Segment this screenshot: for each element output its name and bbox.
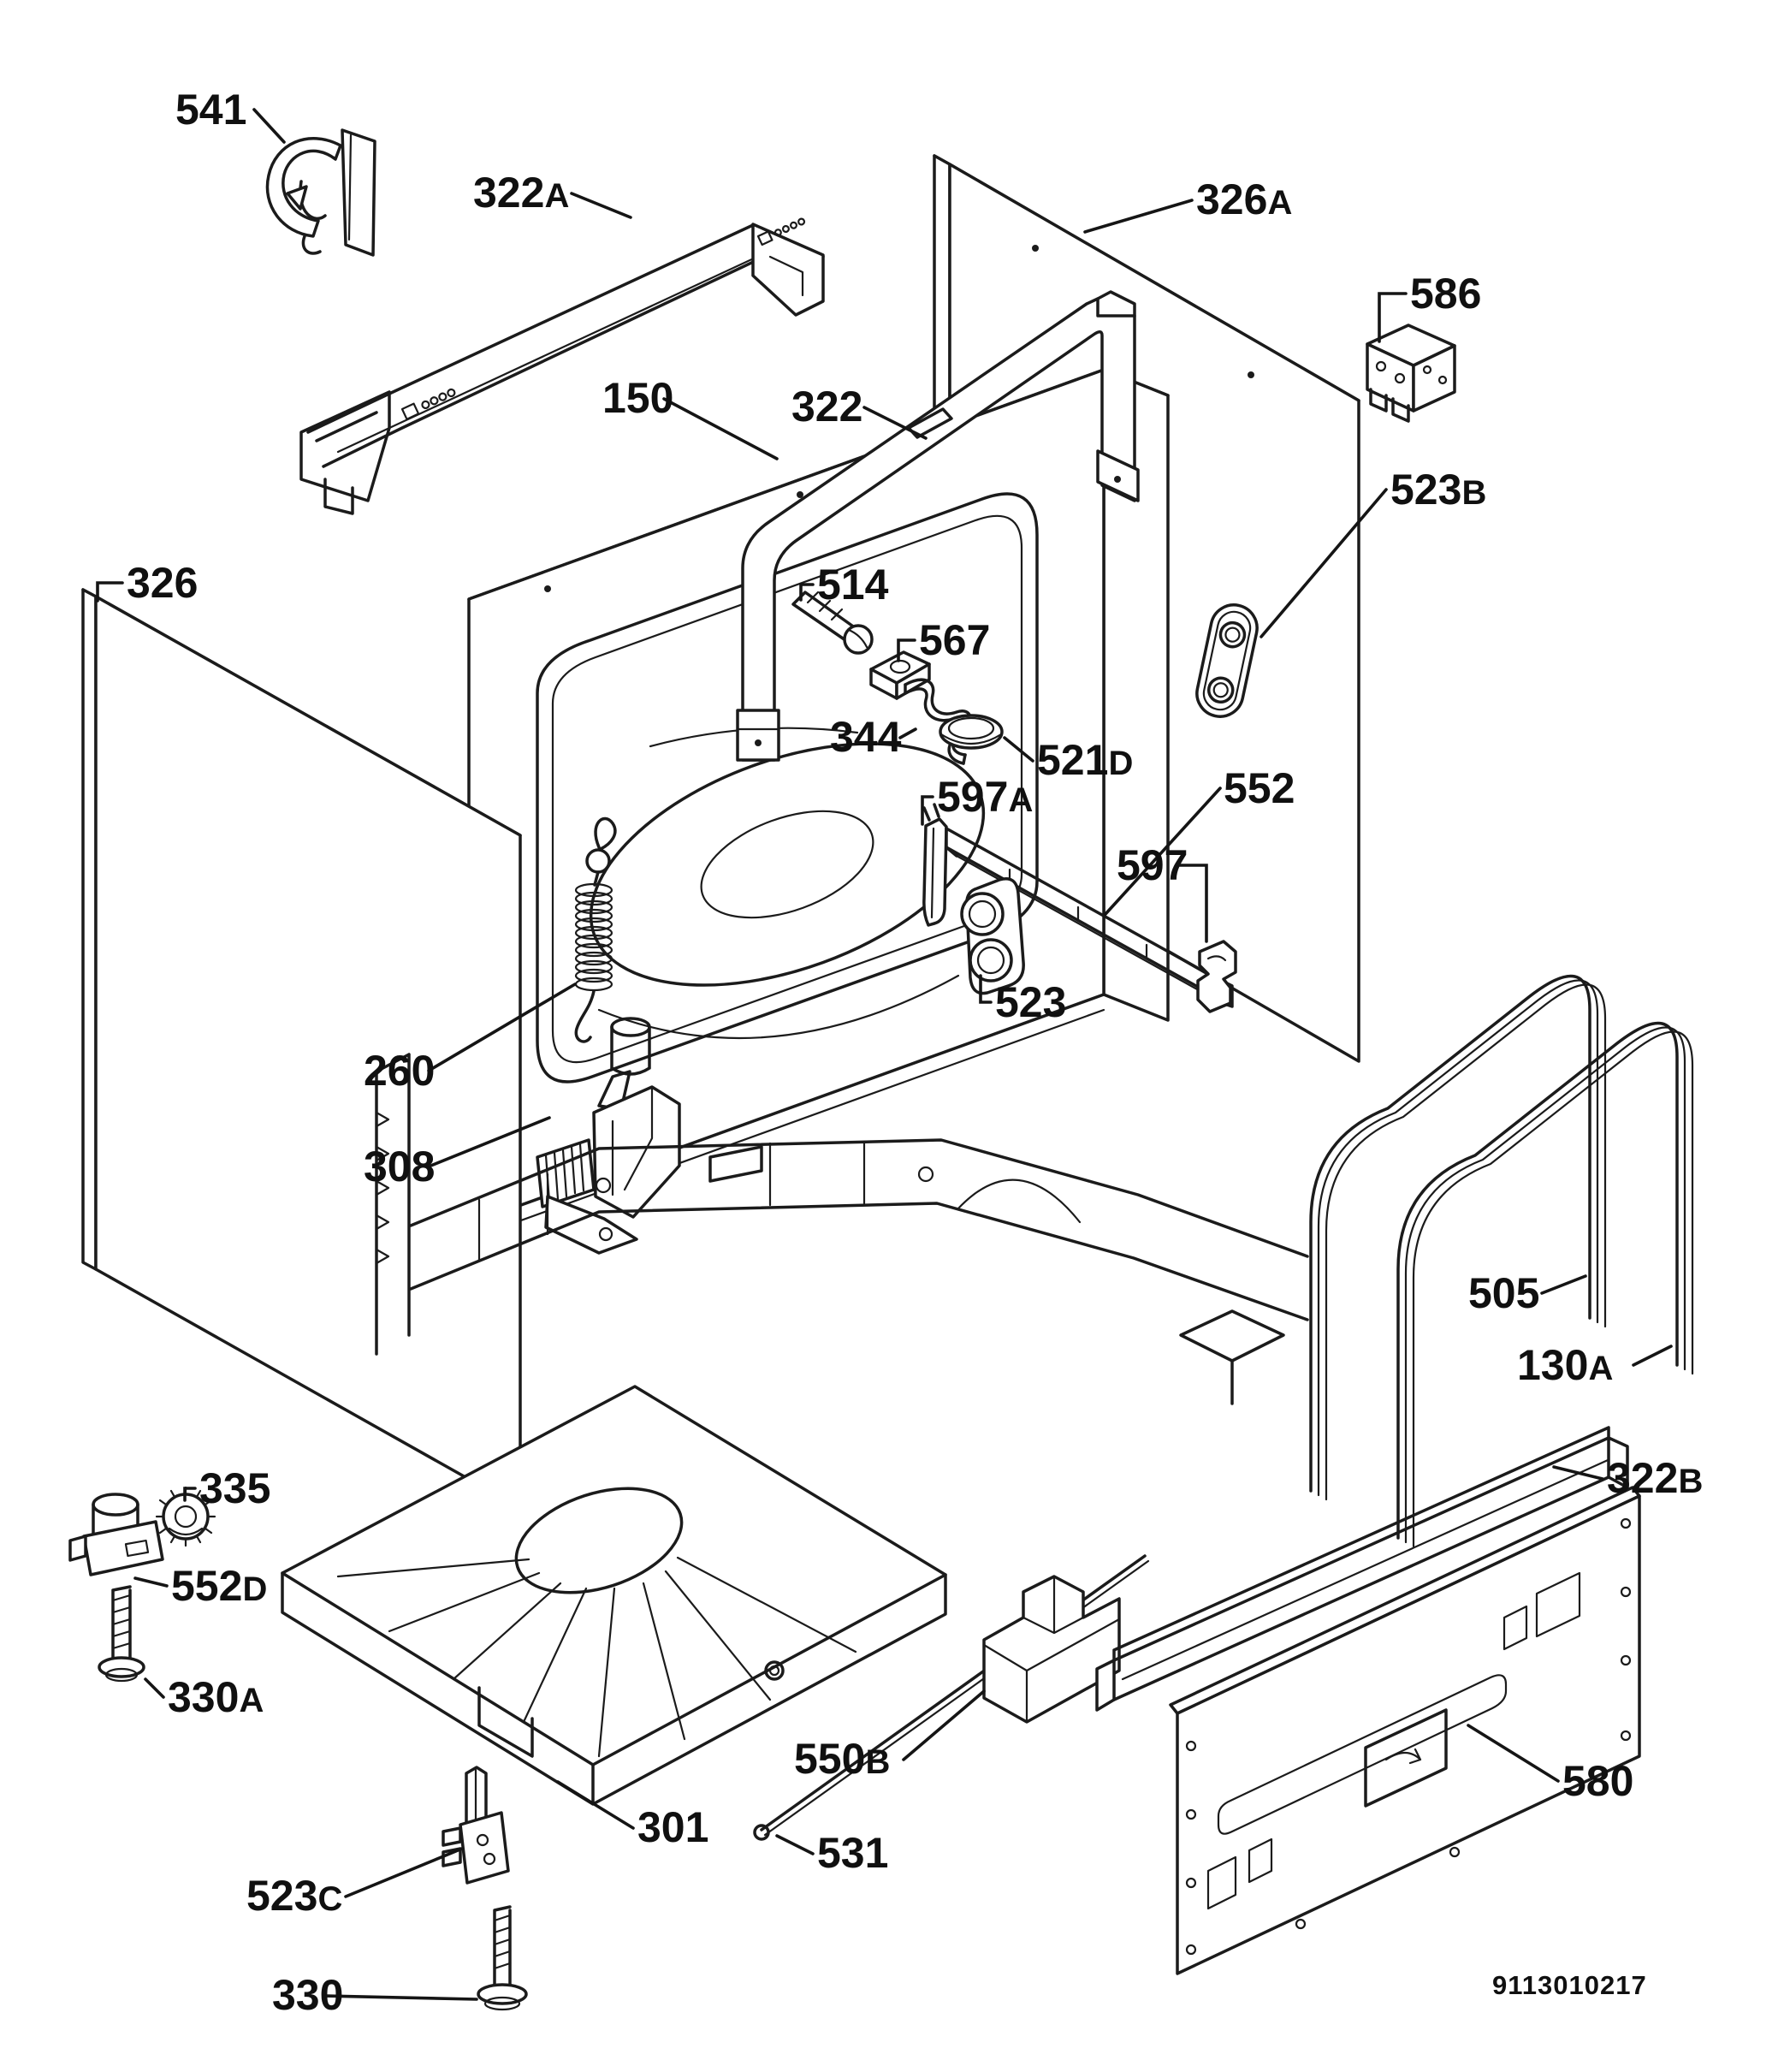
- label-leader-322A: [570, 192, 632, 219]
- top-rail-front-part: [299, 217, 825, 515]
- label-leader-597: [1176, 864, 1208, 943]
- label-leader-521D: [1003, 736, 1034, 763]
- leveling-screw-a-part: [98, 1585, 145, 1683]
- label-leader-130A: [1632, 1345, 1673, 1367]
- part-label-523C: 523C: [246, 1872, 342, 1920]
- part-label-130A: 130A: [1517, 1341, 1613, 1389]
- label-leader-322: [862, 406, 928, 440]
- oval-grommet-part: [1195, 603, 1259, 718]
- label-leader-330: [322, 1994, 478, 2001]
- labels-layer: 541 322A 326A 586 150 322 523B 514 567 344 326 521D…: [96, 86, 1703, 2019]
- part-label-597A: 597A: [937, 773, 1033, 821]
- document-number: 9113010217: [1492, 1970, 1647, 2000]
- label-leader-567: [897, 638, 916, 662]
- label-leader-505: [1540, 1274, 1587, 1295]
- part-label-580: 580: [1562, 1757, 1633, 1805]
- part-label-330: 330: [272, 1971, 343, 2019]
- label-leader-330A: [144, 1677, 165, 1699]
- top-rail-rear-part: [1095, 1426, 1629, 1712]
- label-leader-586: [1378, 292, 1408, 343]
- label-leader-523B: [1260, 488, 1388, 638]
- part-label-505: 505: [1468, 1269, 1539, 1317]
- part-label-523B: 523B: [1390, 466, 1486, 514]
- label-leader-523C: [344, 1847, 464, 1898]
- label-leader-552: [1104, 787, 1222, 916]
- door-spring-part: [574, 816, 617, 1043]
- hose-clip-part: [265, 128, 376, 257]
- part-label-150: 150: [602, 374, 673, 422]
- label-leader-326: [96, 581, 124, 603]
- part-label-335: 335: [199, 1464, 270, 1512]
- base-tray-part: [281, 1385, 947, 1806]
- part-label-330A: 330A: [168, 1673, 264, 1721]
- part-label-523: 523: [995, 978, 1066, 1026]
- part-label-552: 552: [1224, 764, 1295, 812]
- part-label-322A: 322A: [473, 169, 569, 217]
- label-leader-322B: [1552, 1465, 1604, 1481]
- label-leader-597A: [921, 795, 934, 826]
- label-leader-335: [183, 1487, 197, 1502]
- label-leader-150: [662, 397, 779, 460]
- part-label-531: 531: [817, 1829, 888, 1877]
- vent-cap-part: [939, 714, 1004, 750]
- hinge-pin-bolt-part: [791, 591, 874, 655]
- label-leader-580: [1467, 1724, 1560, 1783]
- rail-322A-deco: [400, 388, 456, 420]
- label-leader-531: [775, 1834, 815, 1855]
- toe-panel-part: [1169, 1486, 1641, 1975]
- hinge-plate-part: [442, 1766, 510, 1885]
- part-label-301: 301: [637, 1803, 708, 1851]
- door-latch-part: [536, 1070, 681, 1255]
- part-label-586: 586: [1410, 270, 1481, 318]
- trim-clip-a-part: [922, 803, 948, 927]
- label-leader-550B: [902, 1689, 986, 1761]
- part-label-322: 322: [791, 383, 862, 430]
- left-side-panel-part: [81, 588, 522, 1510]
- adjuster-mount-part: [68, 1493, 164, 1576]
- label-leader-541: [252, 108, 286, 144]
- rear-foot-bracket-part: [982, 1575, 1121, 1724]
- leveling-screw-part: [477, 1905, 528, 2011]
- label-leader-308: [427, 1116, 551, 1168]
- label-leader-326A: [1083, 199, 1194, 234]
- trim-clip-part: [1196, 940, 1237, 1013]
- door-seal-inner-part: [1309, 974, 1607, 1501]
- base-support-frame: [375, 1017, 1309, 1405]
- part-label-514: 514: [817, 561, 889, 609]
- part-label-322B: 322B: [1607, 1454, 1703, 1502]
- front-frame-part: [736, 290, 1140, 762]
- label-leader-344: [898, 727, 917, 739]
- part-label-344: 344: [830, 713, 902, 761]
- label-leader-552D: [133, 1576, 169, 1588]
- part-label-308: 308: [364, 1143, 435, 1190]
- rail-322A-deco2: [756, 217, 806, 246]
- part-label-567: 567: [919, 616, 990, 664]
- part-label-541: 541: [175, 86, 246, 134]
- part-label-597: 597: [1117, 841, 1188, 889]
- label-leader-514: [799, 583, 815, 602]
- part-label-260: 260: [364, 1047, 435, 1095]
- part-label-326: 326: [127, 559, 198, 607]
- label-leader-301: [556, 1780, 635, 1830]
- label-leader-260: [427, 983, 577, 1072]
- plug-grommets-part: [960, 877, 1025, 995]
- part-label-552D: 552D: [171, 1562, 267, 1610]
- label-leader-523: [979, 974, 993, 1004]
- part-label-521D: 521D: [1037, 736, 1133, 784]
- part-label-550B: 550B: [794, 1735, 890, 1783]
- mounting-bracket-part: [1366, 324, 1456, 423]
- part-label-326A: 326A: [1196, 175, 1292, 223]
- door-seal-outer-part: [1396, 1021, 1694, 1548]
